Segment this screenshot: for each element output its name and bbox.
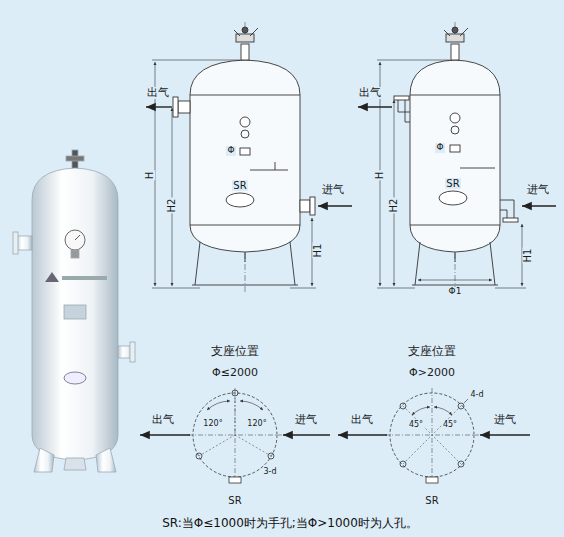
condition-label: Φ>2000 bbox=[408, 367, 456, 379]
flow-label: 进气 bbox=[294, 414, 318, 426]
support-plan-4 bbox=[338, 388, 530, 483]
dimension-label: Φ bbox=[226, 146, 235, 156]
caption: SR:当Φ≤1000时为手孔;当Φ>1000时为人孔。 bbox=[161, 517, 419, 530]
tank-photo bbox=[13, 150, 135, 472]
angle-label: 45° bbox=[442, 421, 458, 430]
dimension-label: H1 bbox=[312, 242, 323, 258]
angle-label: 45° bbox=[408, 421, 424, 430]
section-title: 支座位置 bbox=[407, 345, 457, 358]
part-label: SR bbox=[445, 178, 460, 189]
hole-label: 3-d bbox=[262, 468, 277, 477]
flow-label: 出气 bbox=[146, 87, 170, 99]
tank-drawing-2 bbox=[358, 22, 556, 292]
dimension-label: Φ bbox=[435, 143, 444, 153]
flow-label: 出气 bbox=[358, 87, 382, 99]
angle-label: 120° bbox=[246, 420, 267, 429]
dimension-label: H bbox=[375, 170, 386, 180]
part-label: SR bbox=[424, 495, 439, 506]
dimension-label: H2 bbox=[166, 197, 177, 213]
condition-label: Φ≤2000 bbox=[211, 367, 259, 379]
flow-label: 出气 bbox=[151, 414, 175, 426]
flow-label: 出气 bbox=[350, 414, 374, 426]
part-label: SR bbox=[232, 180, 247, 191]
flow-label: 进气 bbox=[526, 184, 550, 196]
flow-label: 进气 bbox=[493, 414, 517, 426]
part-label: SR bbox=[227, 495, 242, 506]
tank-drawing-1 bbox=[146, 22, 352, 292]
support-plan-3 bbox=[140, 388, 330, 483]
section-title: 支座位置 bbox=[210, 345, 260, 358]
dimension-label: H1 bbox=[522, 247, 533, 263]
hole-label: 4-d bbox=[469, 391, 484, 400]
dimension-label: Φ1 bbox=[448, 287, 463, 297]
flow-label: 进气 bbox=[321, 184, 345, 196]
dimension-label: H2 bbox=[388, 197, 399, 213]
dimension-label: H bbox=[145, 170, 156, 180]
angle-label: 120° bbox=[202, 420, 223, 429]
